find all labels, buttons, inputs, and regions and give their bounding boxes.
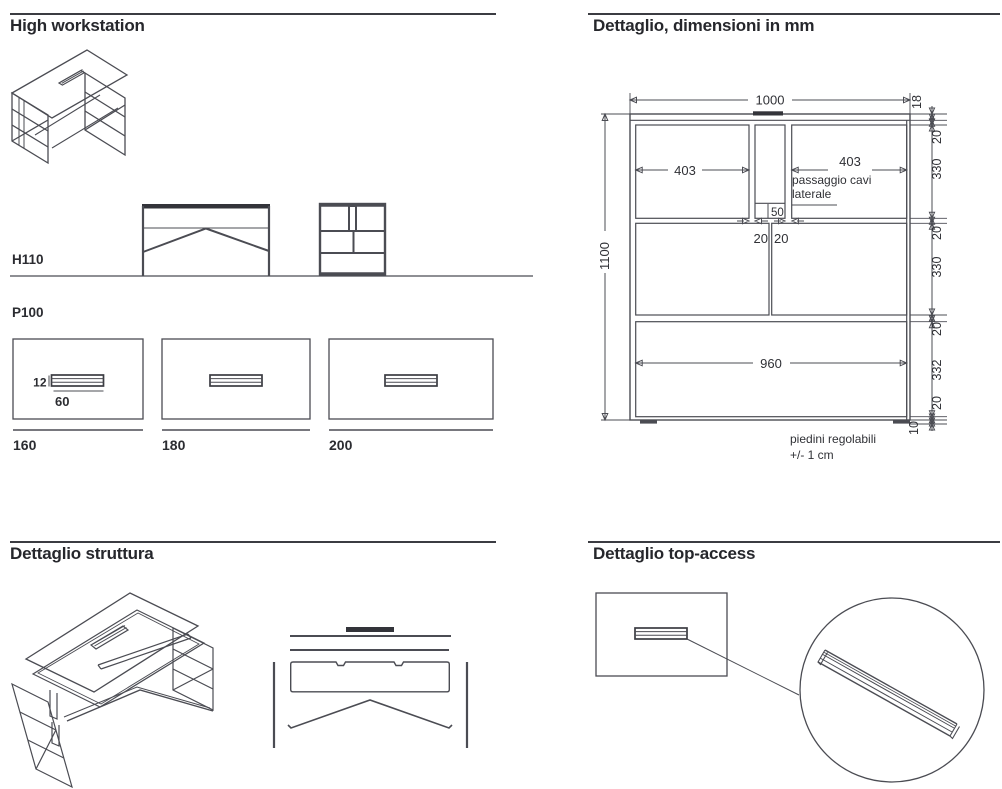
svg-text:20: 20 [930,396,944,410]
svg-text:403: 403 [674,163,696,178]
section-title-struttura: Dettaglio struttura [10,544,154,563]
top-access-slot-icon [634,627,688,640]
depth-label: P100 [12,305,44,320]
svg-text:960: 960 [760,356,782,371]
top-access-detail-drawing [595,592,985,783]
svg-text:1000: 1000 [756,93,785,108]
plan-width-label-200: 200 [329,437,353,453]
front-elevation-drawing [141,204,271,276]
plan-width-label-160: 160 [13,437,37,453]
svg-text:+/- 1 cm: +/- 1 cm [790,448,834,462]
slot-width-dim: 60 [55,394,69,409]
dimension-drawing: 1000 1100 18 20 330 20 330 20 332 20 10 [597,93,947,462]
top-access-slot-icon [89,625,130,650]
divider-top-left [10,13,496,15]
cable-passage-note: passaggio cavi laterale [792,173,871,206]
svg-text:330: 330 [930,159,944,180]
plan-width-label-180: 180 [162,437,186,453]
svg-text:332: 332 [930,360,944,381]
svg-text:403: 403 [839,154,861,169]
plan-view-200 [328,338,494,420]
divider-bottom-right [588,541,1000,543]
structure-detail-drawing [11,592,469,789]
exploded-isometric-drawing [11,592,214,789]
cable-tray-channel-drawing [817,649,960,740]
cabinet-frame [629,111,911,424]
svg-text:20: 20 [774,231,788,246]
exploded-elevation-drawing [272,627,469,748]
dim-chain-right: 18 20 330 20 330 20 332 20 10 [907,95,947,435]
desktop-plan-view [595,592,728,677]
top-access-bar [346,627,394,632]
foot-right [893,420,910,424]
plan-view-160 [12,338,144,420]
svg-text:1100: 1100 [597,242,612,270]
divider-bottom-left [10,541,496,543]
section-title-dettaglio: Dettaglio, dimensioni in mm [593,16,815,35]
divider-top-right [588,13,1000,15]
dim-shelf-left-403: 403 [634,163,751,178]
dim-shelf-right-403: 403 [790,154,908,174]
dim-top-thickness: 18 [910,95,924,109]
adjustable-feet-note: piedini regolabili +/- 1 cm [790,432,876,462]
dim-bottom-960: 960 [634,356,908,371]
svg-text:20: 20 [754,231,768,246]
top-access-slot-edge [753,111,783,116]
svg-text:20: 20 [930,226,944,240]
svg-text:330: 330 [930,257,944,278]
height-label: H110 [12,252,44,267]
dim-width-1000: 1000 [628,93,912,114]
svg-text:10: 10 [907,421,921,435]
svg-text:50: 50 [771,207,784,219]
dim-gaps-20: 20 20 [737,217,804,246]
side-elevation-drawing [318,202,387,277]
dim-channel-50: 50 [767,204,784,219]
section-title-high-workstation: High workstation [10,16,145,35]
high-workstation-drawing: H110 P100 12 60 [10,49,533,453]
top-access-slot-icon [57,69,86,86]
detail-leader-line [686,638,800,696]
svg-text:piedini regolabili: piedini regolabili [790,432,876,446]
svg-text:20: 20 [930,322,944,336]
slot-height-dim: 12 [33,376,47,390]
dim-height-1100: 1100 [597,112,630,422]
svg-text:laterale: laterale [792,187,832,201]
svg-text:passaggio cavi: passaggio cavi [792,173,871,187]
isometric-desk-drawing [10,49,129,165]
svg-text:20: 20 [930,130,944,144]
magnified-detail-circle [799,597,985,783]
section-title-top-access: Dettaglio top-access [593,544,756,563]
foot-left [640,420,657,424]
plan-view-180 [161,338,311,420]
